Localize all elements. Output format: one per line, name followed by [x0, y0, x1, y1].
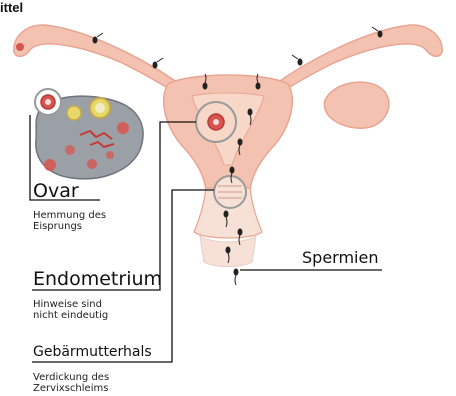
right-ovary — [324, 82, 389, 128]
cervix-label: Gebärmutterhals — [33, 344, 152, 360]
ovar-label: Ovar — [33, 180, 79, 202]
ovar-effect-text: Hemmung des Eisprungs — [33, 210, 106, 232]
left-tube-spot — [16, 43, 24, 51]
sperm-cell — [153, 58, 163, 68]
endometrium-label: Endometrium — [33, 268, 162, 290]
cervix-effect-text: Verdickung des Zervixschleims — [33, 372, 109, 394]
endometrium-zoom-center — [213, 119, 219, 125]
ovary-zoom-center — [45, 99, 51, 105]
sperm-label: Spermien — [302, 248, 378, 267]
sperm-cell — [292, 55, 302, 65]
endometrium-effect-text: Hinweise sind nicht eindeutig — [33, 299, 108, 321]
sperm-cell — [234, 269, 238, 285]
page-title: ittel — [0, 0, 23, 15]
